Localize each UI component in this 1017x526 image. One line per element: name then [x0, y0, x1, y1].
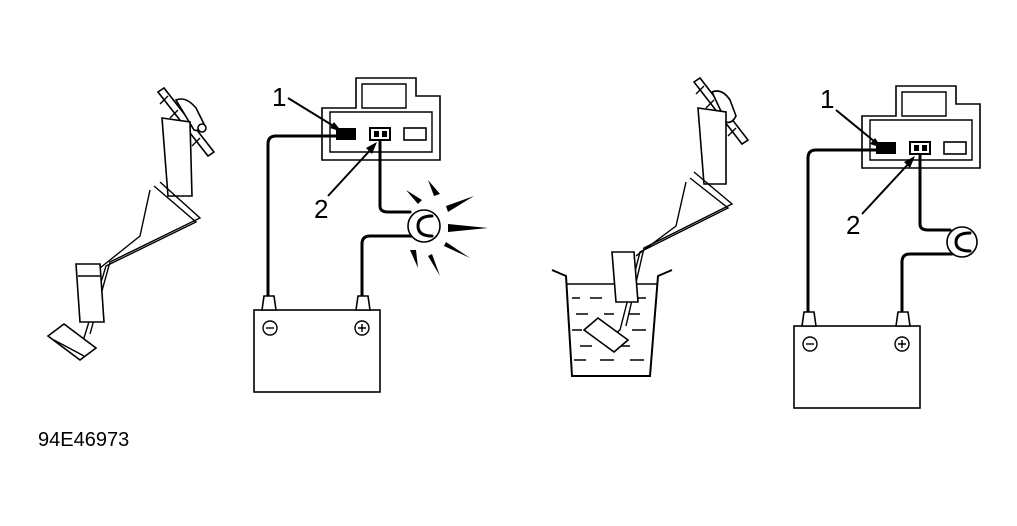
wire-pos-right — [900, 252, 954, 318]
leader-2-right — [861, 159, 913, 215]
battery-icon — [253, 295, 381, 393]
callout-2-left: 2 — [314, 194, 328, 224]
leader-1-left — [287, 97, 341, 131]
leader-1-right — [835, 109, 881, 147]
callout-2-right: 2 — [846, 210, 860, 240]
wire-neg-right — [806, 148, 880, 318]
fuel-sender-unit-icon — [46, 86, 216, 361]
connector-icon — [861, 85, 981, 169]
figure-code: 94E46973 — [38, 429, 129, 451]
test-lamp-icon — [406, 180, 488, 276]
wire-neg-left — [266, 134, 340, 300]
battery-icon — [793, 311, 921, 409]
wire-pos-left — [360, 234, 414, 300]
wire-lamp-right — [918, 154, 952, 232]
callout-1-right: 1 — [820, 84, 834, 114]
fuel-sender-unit-submerged-icon — [582, 76, 750, 354]
wire-lamp-left — [378, 140, 412, 214]
test-lamp-icon — [946, 226, 978, 258]
callout-1-left: 1 — [272, 82, 286, 112]
fluid-container-icon — [551, 269, 673, 377]
leader-2-left — [327, 145, 375, 197]
